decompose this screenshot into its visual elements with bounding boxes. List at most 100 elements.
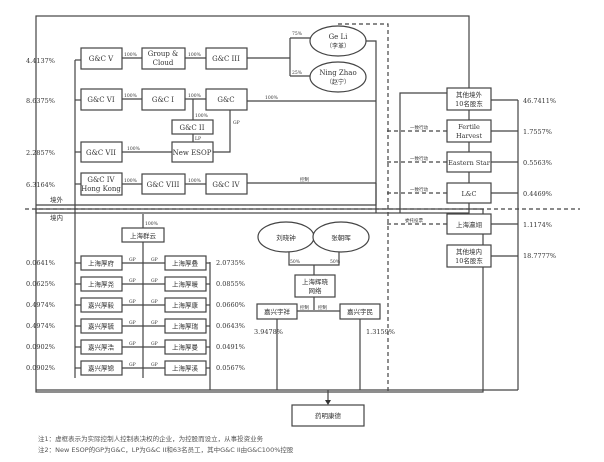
- edge-100: 100%: [124, 93, 138, 99]
- gc6-label: G&C VI: [87, 96, 114, 104]
- right-fund-label: 上海厚曼: [172, 343, 199, 352]
- jxym-pct: 1.3159%: [366, 328, 395, 336]
- shqy-box: [121, 227, 165, 243]
- right-fund-pct: 0.0567%: [216, 364, 245, 372]
- gc5-label: G&C V: [89, 55, 114, 63]
- left-fund-label: 上海厚府: [88, 259, 115, 268]
- gp-label: GP: [151, 362, 158, 368]
- edge-100: 100%: [124, 52, 138, 58]
- zhang-pct: 50%: [330, 259, 341, 265]
- domestic-frame: [35, 208, 484, 393]
- edge-100: 100%: [124, 178, 138, 184]
- right-fund-label: 上海厚溪: [172, 364, 199, 373]
- lc-pct: 0.4469%: [523, 190, 552, 198]
- edge-100: 100%: [188, 178, 202, 184]
- jxyz-label: 嘉兴宇祥: [264, 307, 291, 316]
- gc4hk-label-1: G&C IV: [87, 176, 115, 184]
- gc4hk-pct: 6.3164%: [26, 181, 55, 189]
- other-overseas-label-2: 10名股东: [455, 99, 483, 108]
- zhang-ellipse: [312, 221, 370, 253]
- eastern-pct: 0.5563%: [523, 159, 552, 167]
- ningzhao-name: Ning Zhao: [319, 69, 356, 77]
- gp-label: GP: [129, 278, 136, 284]
- control-label: 控制: [318, 304, 327, 311]
- left-fund-pct: 0.0625%: [26, 280, 55, 288]
- left-fund-label: 嘉兴厚锦: [88, 364, 115, 373]
- geli-ellipse: [309, 25, 367, 57]
- group-cloud-label-1: Group &: [148, 50, 179, 58]
- gp-label: GP: [129, 362, 136, 368]
- left-fund-pct: 0.4974%: [26, 322, 55, 330]
- right-fund-pct: 0.0643%: [216, 322, 245, 330]
- gc8-label: G&C VIII: [147, 181, 180, 189]
- ningzhao-pct: 25%: [292, 70, 303, 76]
- edge-gp: GP: [233, 120, 240, 126]
- right-fund-label: 上海厚叠: [172, 259, 199, 268]
- concert-label: 一致行动: [410, 124, 428, 131]
- control-dashed-frame: [338, 23, 389, 392]
- right-fund-label: 上海厚康: [172, 301, 199, 310]
- shzr-pct: 1.1174%: [523, 221, 552, 229]
- concert-label: 一致行动: [410, 186, 428, 193]
- left-fund-label: 嘉兴厚毓: [88, 322, 115, 331]
- geli-cn: （李革）: [326, 42, 350, 50]
- jxyz-pct: 3.9478%: [254, 328, 283, 336]
- gp-label: GP: [151, 341, 158, 347]
- gc1-label: G&C I: [152, 96, 174, 104]
- gp-label: GP: [129, 341, 136, 347]
- right-fund-label: 上海厚瑞: [172, 322, 199, 331]
- gc4hk-label-2: Hong Kong: [81, 185, 121, 193]
- other-overseas-pct: 46.7411%: [523, 97, 556, 105]
- edge-100: 100%: [195, 113, 209, 119]
- other-domestic-pct: 18.7777%: [523, 252, 556, 260]
- gc4-label: G&C IV: [212, 181, 240, 189]
- left-fund-pct: 0.4974%: [26, 301, 55, 309]
- gp-label: GP: [129, 320, 136, 326]
- fertile-label-1: Fertile: [458, 123, 480, 131]
- note-1: 注1：虚框表示为实际控制人控制表决权的企业，为控股而设立，从事投资业务: [38, 435, 264, 443]
- edge-control: 控制: [300, 176, 309, 183]
- right-fund-pct: 0.0855%: [216, 280, 245, 288]
- edge-100: 100%: [188, 93, 202, 99]
- shhx-box: [294, 274, 336, 298]
- right-fund-label: 上海厚暖: [172, 280, 199, 289]
- other-domestic-label-1: 其他境内: [456, 247, 482, 256]
- left-fund-pct: 0.0641%: [26, 259, 55, 267]
- eastern-label: Eastern Star: [448, 159, 491, 167]
- right-fund-pct: 0.0491%: [216, 343, 245, 351]
- liu-label: 刘晓钟: [276, 233, 296, 242]
- geli-name: Ge Li: [329, 33, 349, 41]
- other-domestic-label-2: 10名股东: [455, 256, 483, 265]
- gc5-pct: 4.4137%: [26, 57, 55, 65]
- edge-100: 100%: [265, 95, 279, 101]
- group-cloud-label-2: Cloud: [153, 59, 174, 67]
- control-label: 控制: [300, 304, 309, 311]
- gp-label: GP: [129, 299, 136, 305]
- geli-pct: 75%: [292, 31, 303, 37]
- gp-label: GP: [151, 278, 158, 284]
- left-fund-pct: 0.0902%: [26, 343, 55, 351]
- shhx-label-2: 网络: [309, 286, 323, 295]
- liu-pct: 50%: [290, 259, 301, 265]
- gc-label: G&C: [217, 96, 234, 104]
- edge-100: 100%: [188, 52, 202, 58]
- shqy-label: 上海群云: [130, 231, 157, 240]
- label-offshore: 境外: [50, 195, 64, 204]
- gc7-pct: 2.2857%: [26, 149, 55, 157]
- shzr-label: 上海瀛翊: [456, 220, 483, 229]
- offshore-frame: [35, 15, 470, 214]
- other-overseas-box: [446, 87, 492, 111]
- left-fund-label: 嘉兴厚浩: [88, 343, 115, 352]
- gp-label: GP: [151, 257, 158, 263]
- ningzhao-ellipse: [309, 61, 367, 93]
- gc3-label: G&C III: [212, 55, 240, 63]
- gc7-label: G&C VII: [86, 149, 116, 157]
- gc6-pct: 8.6375%: [26, 97, 55, 105]
- fertile-label-2: Harvest: [456, 132, 483, 140]
- concert-label: 一致行动: [410, 155, 428, 162]
- edge-100: 100%: [127, 146, 141, 152]
- gc2-label: G&C II: [180, 124, 205, 132]
- new-esop-label: New ESOP: [173, 149, 212, 157]
- other-overseas-label-1: 其他境外: [456, 90, 483, 99]
